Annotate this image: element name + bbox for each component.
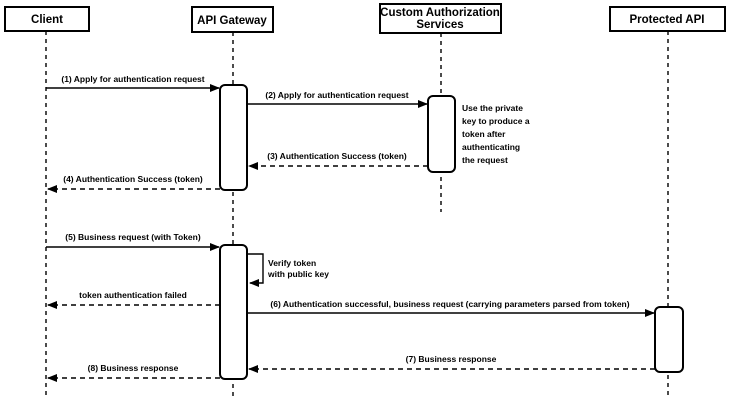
participant-protected-api: Protected API [609, 6, 726, 32]
message-failed-label: token authentication failed [79, 290, 187, 300]
client-label: Client [31, 14, 63, 26]
note-private-key: Use the private key to produce a token a… [462, 103, 530, 165]
message-8-label: (8) Business response [88, 363, 179, 373]
custom-authorization-services-activation [427, 95, 456, 173]
message-3-label: (3) Authentication Success (token) [267, 151, 407, 161]
client-box [4, 6, 90, 32]
api-gateway-box [191, 6, 274, 33]
note-line-2: key to produce a [462, 116, 530, 126]
protected-api-label: Protected API [630, 14, 705, 26]
note-line-5: the request [462, 155, 508, 165]
custom-authorization-services-label-line1: Custom Authorization [380, 7, 500, 19]
api-gateway-activation-2 [219, 244, 248, 380]
message-7-label: (7) Business response [406, 354, 497, 364]
message-1-label: (1) Apply for authentication request [61, 74, 204, 84]
note-line-1: Use the private [462, 103, 523, 113]
note-line-3: token after [462, 129, 506, 139]
custom-authorization-services-label-line2: Services [416, 19, 463, 31]
custom-authorization-services-box [379, 3, 502, 34]
note-line-4: authenticating [462, 142, 520, 152]
self-message-arrow [247, 253, 264, 287]
protected-api-box [609, 6, 726, 32]
participant-custom-authorization-services: Custom Authorization Services [379, 3, 502, 34]
protected-api-activation [654, 306, 684, 373]
participant-api-gateway: API Gateway [191, 6, 274, 33]
message-6-label: (6) Authentication successful, business … [270, 299, 629, 309]
message-2-label: (2) Apply for authentication request [265, 90, 408, 100]
participant-client: Client [4, 6, 90, 32]
api-gateway-label: API Gateway [197, 15, 267, 27]
message-5-label: (5) Business request (with Token) [65, 232, 201, 242]
self-message-label-line2: with public key [267, 269, 329, 279]
self-message-label-line1: Verify token [268, 258, 316, 268]
api-gateway-activation-1 [219, 84, 248, 191]
message-4-label: (4) Authentication Success (token) [63, 174, 203, 184]
